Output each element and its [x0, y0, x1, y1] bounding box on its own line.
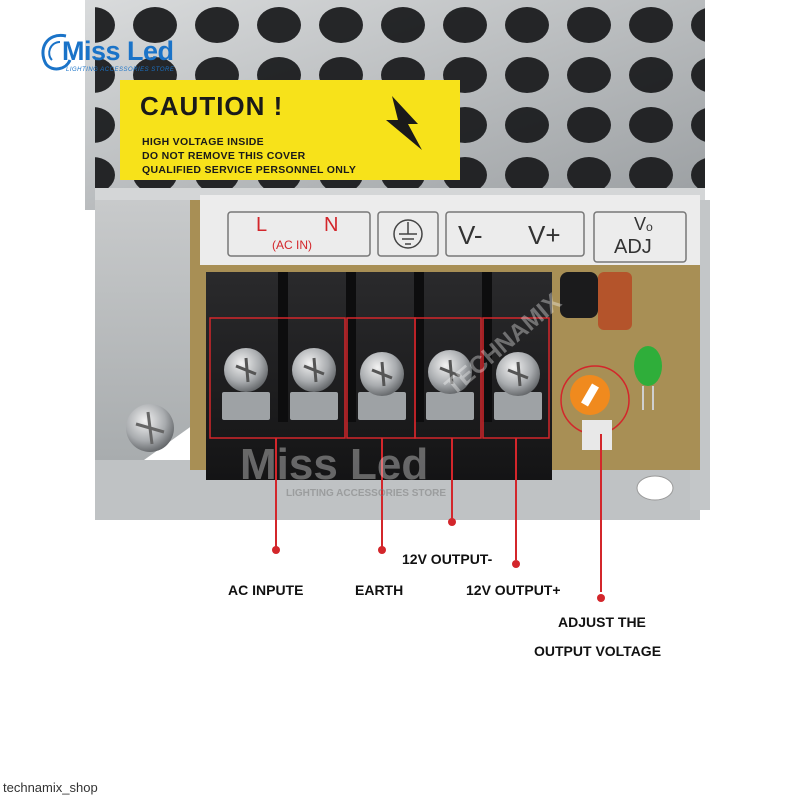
terminal-label-v-plus: V+ — [528, 220, 561, 250]
side-wall — [95, 200, 200, 470]
annotation-output-plus: 12V OUTPUT+ — [466, 582, 561, 598]
trimmer-slot — [581, 383, 599, 407]
label-box-earth — [377, 211, 439, 257]
caution-line: QUALIFIED SERVICE PERSONNEL ONLY — [142, 164, 357, 176]
watermark-brand: Miss Led — [240, 440, 429, 489]
terminal-label-vo: Vₒ — [634, 214, 653, 234]
brand-name: Miss Led — [62, 36, 174, 66]
terminal-label-adj: ADJ — [614, 236, 652, 258]
caution-line: HIGH VOLTAGE INSIDE — [142, 136, 264, 148]
terminal-label-n: N — [324, 214, 339, 236]
capacitor — [560, 272, 598, 318]
mounting-hole — [636, 475, 674, 501]
housing-screw-slot — [135, 411, 165, 445]
annotation-adjust-line2: OUTPUT VOLTAGE — [534, 643, 662, 659]
watermark-store: LIGHTING ACCESSORIES STORE — [286, 488, 447, 499]
terminal-label-strip — [200, 195, 700, 265]
swirl-icon — [41, 33, 72, 71]
caution-title: CAUTION ! — [140, 91, 284, 121]
annotation-output-minus: 12V OUTPUT- — [402, 551, 493, 567]
caution-label: CAUTION ! HIGH VOLTAGE INSIDE DO NOT REM… — [120, 80, 460, 180]
lightning-bolt-icon — [386, 96, 422, 150]
earth-icon — [393, 219, 423, 249]
orange-capacitor — [598, 272, 632, 330]
label-box-ac — [227, 211, 371, 257]
annotation-ac-input: AC INPUTE — [228, 582, 304, 598]
terminal-label-l: L — [256, 214, 268, 236]
annotation-earth: EARTH — [355, 582, 404, 598]
terminal-label-ac-in: (AC IN) — [272, 238, 312, 252]
terminal-dividers — [278, 272, 492, 422]
green-led — [634, 346, 662, 386]
terminal-screws — [222, 348, 542, 420]
trimmer-base — [582, 420, 612, 450]
caution-line: DO NOT REMOVE THIS COVER — [142, 150, 306, 162]
terminal-label-v-minus: V- — [458, 220, 483, 250]
brand-tagline: LIGHTING ACCESSORIES STORE — [66, 67, 175, 73]
label-box-v — [445, 211, 585, 257]
brand-logo: Miss Led LIGHTING ACCESSORIES STORE — [36, 30, 186, 76]
annotation-dots — [272, 518, 605, 602]
annotation-adjust-line1: ADJUST THE — [558, 614, 646, 630]
annotation-lines — [275, 434, 602, 592]
seller-credit: technamix_shop — [3, 780, 98, 795]
label-box-adj — [593, 211, 687, 263]
